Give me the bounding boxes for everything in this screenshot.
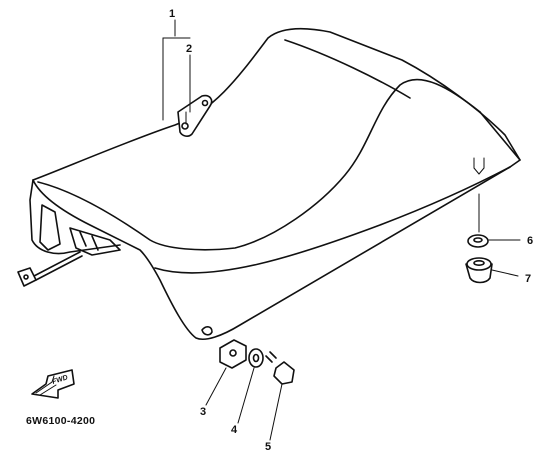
seat-base-slot (201, 326, 213, 336)
callout-1: 1 (169, 8, 175, 20)
fwd-arrow-hatch-2 (39, 384, 57, 396)
part-5-bolt (265, 351, 295, 441)
leader-5 (269, 383, 283, 441)
seat-outline (32, 27, 521, 341)
diagram-code: 6W6100-4200 (26, 415, 95, 427)
washer-6-body (467, 234, 489, 248)
part-6-washer (467, 234, 521, 248)
leader-7 (491, 269, 519, 277)
seat-base-edge (154, 166, 511, 274)
part-3-nut-plate (205, 339, 247, 406)
washer-4-hole (252, 353, 260, 363)
fwd-arrow-hatch-1 (35, 375, 55, 394)
bolt-head-mark (23, 274, 29, 280)
callout-7: 7 (525, 273, 531, 285)
part-4-washer (237, 348, 264, 424)
seat-crease-top (37, 78, 481, 251)
callout-3: 3 (200, 406, 206, 418)
seat-front-bracket (39, 204, 61, 251)
fwd-arrow-shape (31, 369, 75, 399)
nut-plate-3-hole (229, 349, 237, 357)
centerline-d (478, 167, 485, 175)
callout-5: 5 (265, 441, 271, 453)
bracket-plate (177, 94, 213, 137)
seat-edge-right (479, 111, 521, 161)
washer-4-body (248, 348, 264, 368)
bolt-shaft-lower (35, 255, 83, 281)
seat-front-underside (29, 179, 121, 255)
damper-7-hole (473, 259, 485, 266)
front-mount-bolt (17, 251, 83, 287)
part-7-damper (465, 257, 519, 284)
right-centerline (473, 157, 485, 233)
callout-6: 6 (527, 235, 533, 247)
bolt-5-head (273, 361, 295, 385)
callout-1-2-leader (162, 19, 191, 125)
callout-4: 4 (231, 424, 238, 436)
bracket-hole-upper (201, 99, 209, 107)
washer-6-hole (473, 237, 483, 243)
seat (29, 27, 521, 341)
centerline-c (473, 167, 480, 175)
fwd-label: FWD (51, 374, 68, 386)
nut-plate-3-body (219, 339, 247, 369)
seat-hook-plate (69, 227, 121, 256)
part-2-bracket (177, 94, 213, 137)
bolt-shaft (33, 251, 81, 277)
seat-crease-mid (284, 39, 411, 99)
leader-3 (205, 367, 227, 406)
callout-2: 2 (186, 43, 192, 55)
damper-7-top (466, 257, 492, 271)
bracket-hole (181, 122, 189, 130)
leader-4 (237, 367, 255, 424)
seat-hook-rib (79, 231, 99, 251)
bolt-5-thread (265, 351, 277, 363)
fwd-arrow: FWD (31, 369, 75, 399)
bolt-head (17, 267, 37, 287)
